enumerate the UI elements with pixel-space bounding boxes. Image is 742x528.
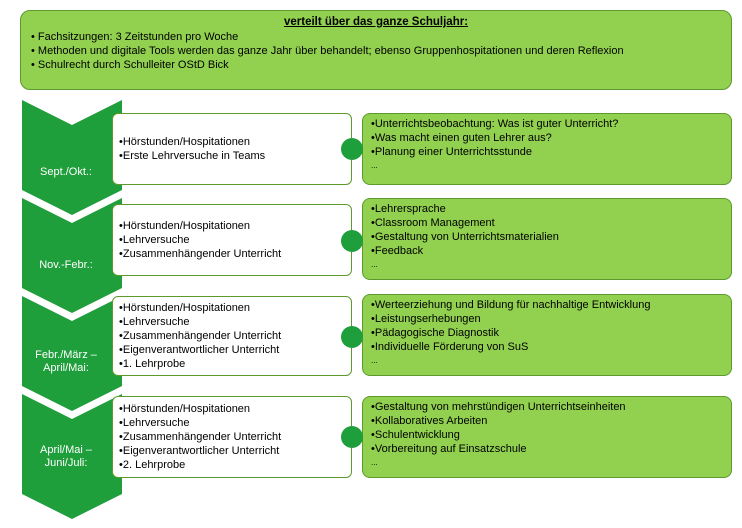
header-box: verteilt über das ganze Schuljahr: • Fac…	[20, 10, 732, 90]
activity-item: •Hörstunden/Hospitationen	[119, 136, 251, 148]
topics-box-4: •Gestaltung von mehrstündigen Unterricht…	[362, 396, 732, 478]
topic-item: •Leistungserhebungen	[371, 313, 481, 325]
topic-item: •Vorbereitung auf Einsatzschule	[371, 443, 527, 455]
connector-dot-2	[341, 230, 363, 252]
topic-item: •Gestaltung von Unterrichtsmaterialien	[371, 231, 559, 243]
header-title: verteilt über das ganze Schuljahr:	[283, 16, 469, 28]
topics-box-2: •Lehrersprache •Classroom Management •Ge…	[362, 198, 732, 280]
header-item: • Schulrecht durch Schulleiter OStD Bick	[31, 59, 229, 71]
activity-item: •Hörstunden/Hospitationen	[119, 403, 251, 415]
activities-box-1: •Hörstunden/Hospitationen •Erste Lehrver…	[112, 113, 352, 185]
topic-item: •Planung einer Unterrichtsstunde	[371, 146, 532, 158]
topic-item: ...	[371, 356, 378, 365]
header-item: • Fachsitzungen: 3 Zeitstunden pro Woche	[31, 31, 239, 43]
topics-box-1: •Unterrichtsbeobachtung: Was ist guter U…	[362, 113, 732, 185]
activity-item: •Zusammenhängender Unterricht	[119, 431, 282, 443]
activity-item: •Eigenverantwortlicher Unterricht	[119, 445, 280, 457]
chevron-4	[22, 394, 122, 519]
topic-item: •Lehrersprache	[371, 203, 446, 215]
topic-item: ...	[371, 161, 378, 170]
activity-item: •Lehrversuche	[119, 316, 190, 328]
activity-item: •Zusammenhängender Unterricht	[119, 330, 282, 342]
activity-item: •Eigenverantwortlicher Unterricht	[119, 344, 280, 356]
activity-item: •Erste Lehrversuche in Teams	[119, 150, 266, 162]
topic-item: •Was macht einen guten Lehrer aus?	[371, 132, 552, 144]
activity-item: •2. Lehrprobe	[119, 459, 186, 471]
topic-item: ...	[371, 458, 378, 467]
phase-label-1: Sept./Okt.:	[40, 166, 92, 178]
chevron-1	[22, 100, 122, 215]
connector-dot-4	[341, 426, 363, 448]
activity-item: •1. Lehrprobe	[119, 358, 186, 370]
topic-item: •Individuelle Förderung von SuS	[371, 341, 529, 353]
activities-box-2: •Hörstunden/Hospitationen •Lehrversuche …	[112, 204, 352, 276]
phase-label-3: Febr./März – April/Mai:	[35, 349, 97, 374]
topic-item: •Unterrichtsbeobachtung: Was ist guter U…	[371, 118, 619, 130]
activity-item: •Lehrversuche	[119, 234, 190, 246]
activity-item: •Lehrversuche	[119, 417, 190, 429]
activity-item: •Hörstunden/Hospitationen	[119, 302, 251, 314]
topic-item: •Gestaltung von mehrstündigen Unterricht…	[371, 401, 626, 413]
activity-item: •Hörstunden/Hospitationen	[119, 220, 251, 232]
topic-item: •Classroom Management	[371, 217, 495, 229]
topic-item: •Pädagogische Diagnostik	[371, 327, 499, 339]
activities-box-3: •Hörstunden/Hospitationen •Lehrversuche …	[112, 296, 352, 376]
topic-item: ...	[371, 260, 378, 269]
topic-item: •Feedback	[371, 245, 424, 257]
connector-dot-3	[341, 326, 363, 348]
topic-item: •Kollaboratives Arbeiten	[371, 415, 488, 427]
activity-item: •Zusammenhängender Unterricht	[119, 248, 282, 260]
phase-label-2: Nov.-Febr.:	[39, 259, 93, 271]
phase-label-4: April/Mai – Juni/Juli:	[40, 444, 92, 469]
topic-item: •Werteerziehung und Bildung für nachhalt…	[371, 299, 651, 311]
activities-box-4: •Hörstunden/Hospitationen •Lehrversuche …	[112, 396, 352, 478]
header-item: • Methoden und digitale Tools werden das…	[31, 45, 624, 57]
topics-box-3: •Werteerziehung und Bildung für nachhalt…	[362, 294, 732, 376]
topic-item: •Schulentwicklung	[371, 429, 460, 441]
chevron-2	[22, 198, 122, 313]
connector-dot-1	[341, 138, 363, 160]
chevron-3	[22, 296, 122, 411]
